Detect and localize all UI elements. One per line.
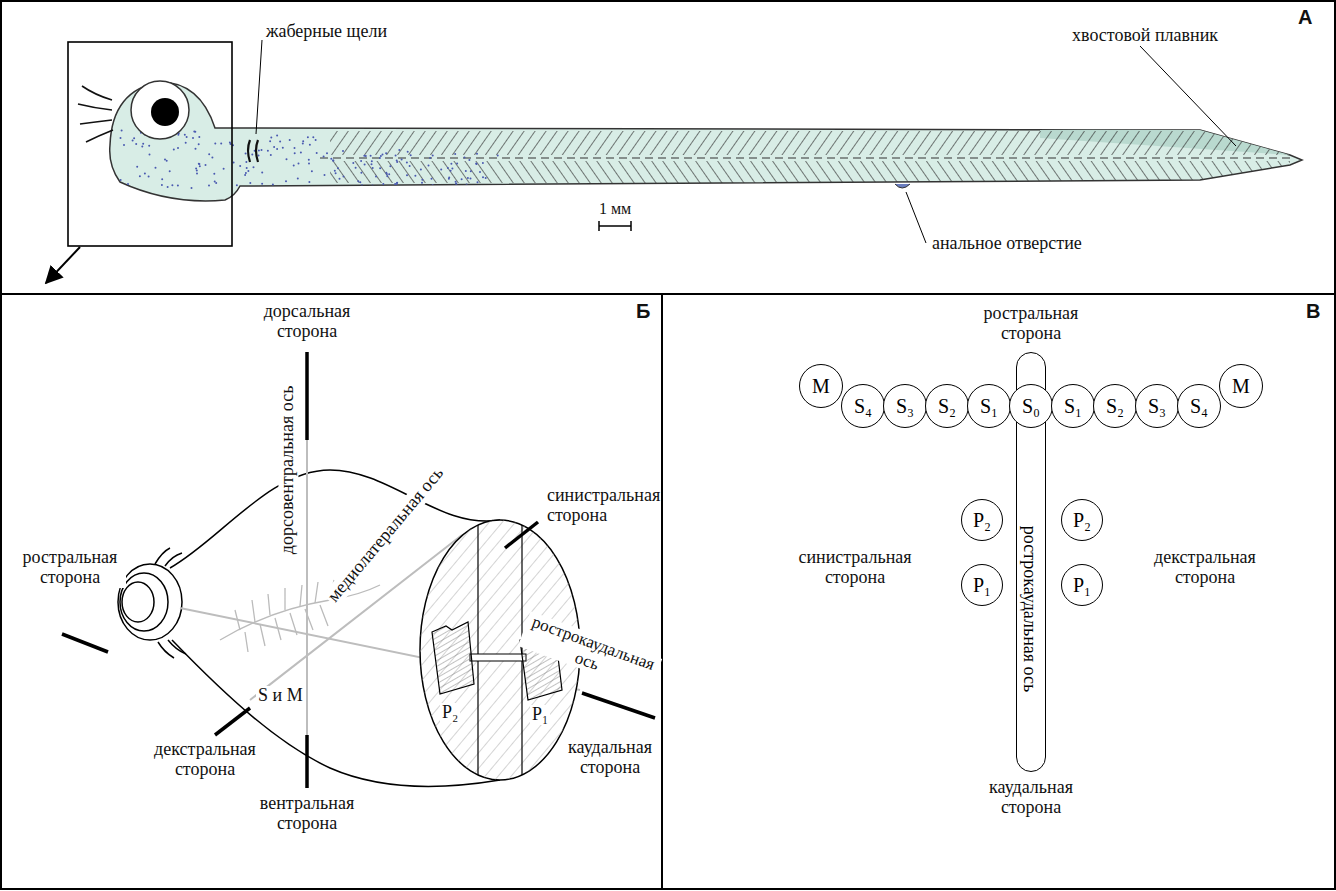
segment-circle: S₄ bbox=[841, 384, 885, 428]
axis-label: синистральная сторона bbox=[545, 486, 657, 526]
axis-label: жаберные щели bbox=[264, 22, 389, 42]
node-label: S₁ bbox=[1064, 396, 1082, 416]
node-label: M bbox=[812, 376, 830, 396]
segment-circle: P₁ bbox=[1061, 564, 1103, 606]
segment-circle: S₃ bbox=[1135, 384, 1179, 428]
axis-label: P₂ bbox=[440, 703, 460, 723]
axis-label: каудальная сторона bbox=[960, 778, 1102, 818]
node-label: S₀ bbox=[1022, 396, 1040, 416]
segment-circle: P₂ bbox=[1061, 499, 1103, 541]
node-label: S₁ bbox=[980, 396, 998, 416]
segment-circle: M bbox=[1219, 364, 1263, 408]
node-label: S₃ bbox=[896, 396, 914, 416]
node-label: S₃ bbox=[1148, 396, 1166, 416]
node-label: рострокаудальная ось bbox=[1021, 526, 1039, 692]
node-label: P₁ bbox=[973, 575, 991, 595]
segment-circle: S₂ bbox=[925, 384, 969, 428]
panel-letter: А bbox=[1296, 6, 1314, 28]
axis-label: S и M bbox=[256, 686, 305, 706]
axis-label: декстральная сторона bbox=[140, 740, 270, 780]
segment-circle: M bbox=[799, 364, 843, 408]
axis-label: дорсовентральная ось bbox=[278, 384, 298, 557]
axis-label: P₁ bbox=[530, 705, 550, 725]
axis-label: хвостовой плавник bbox=[1070, 26, 1220, 46]
node-label: P₂ bbox=[1073, 510, 1091, 530]
segment-circle: S₄ bbox=[1177, 384, 1221, 428]
segment-circle: S₁ bbox=[967, 384, 1011, 428]
axis-label: 1 мм bbox=[583, 200, 647, 218]
axis-label: синистральная сторона bbox=[780, 548, 930, 588]
axis-label: каудальная сторона bbox=[560, 738, 660, 778]
axis-label: ростральная сторона bbox=[14, 548, 126, 588]
node-label: M bbox=[1232, 376, 1250, 396]
axis-label: декстральная сторона bbox=[1130, 548, 1280, 588]
axis-label: дорсальная сторона bbox=[242, 302, 372, 342]
panel-letter: В bbox=[1304, 300, 1322, 322]
node-label: P₁ bbox=[1073, 575, 1091, 595]
axis-label: вентральная сторона bbox=[242, 794, 372, 834]
segment-circle: P₂ bbox=[961, 499, 1003, 541]
segment-circle: P₁ bbox=[961, 564, 1003, 606]
node-label: S₂ bbox=[1106, 396, 1124, 416]
node-label: S₄ bbox=[1190, 396, 1208, 416]
segment-circle: S₃ bbox=[883, 384, 927, 428]
panel-letter: Б bbox=[634, 300, 652, 322]
node-label: S₂ bbox=[938, 396, 956, 416]
node-label: S₄ bbox=[854, 396, 872, 416]
axis-label: анальное отверстие bbox=[930, 234, 1084, 254]
axis-label: ростральная сторона bbox=[960, 304, 1102, 344]
node-label: P₂ bbox=[973, 510, 991, 530]
segment-circle: S₁ bbox=[1051, 384, 1095, 428]
segment-circle: S₂ bbox=[1093, 384, 1137, 428]
segment-circle: S₀ bbox=[1009, 384, 1053, 428]
